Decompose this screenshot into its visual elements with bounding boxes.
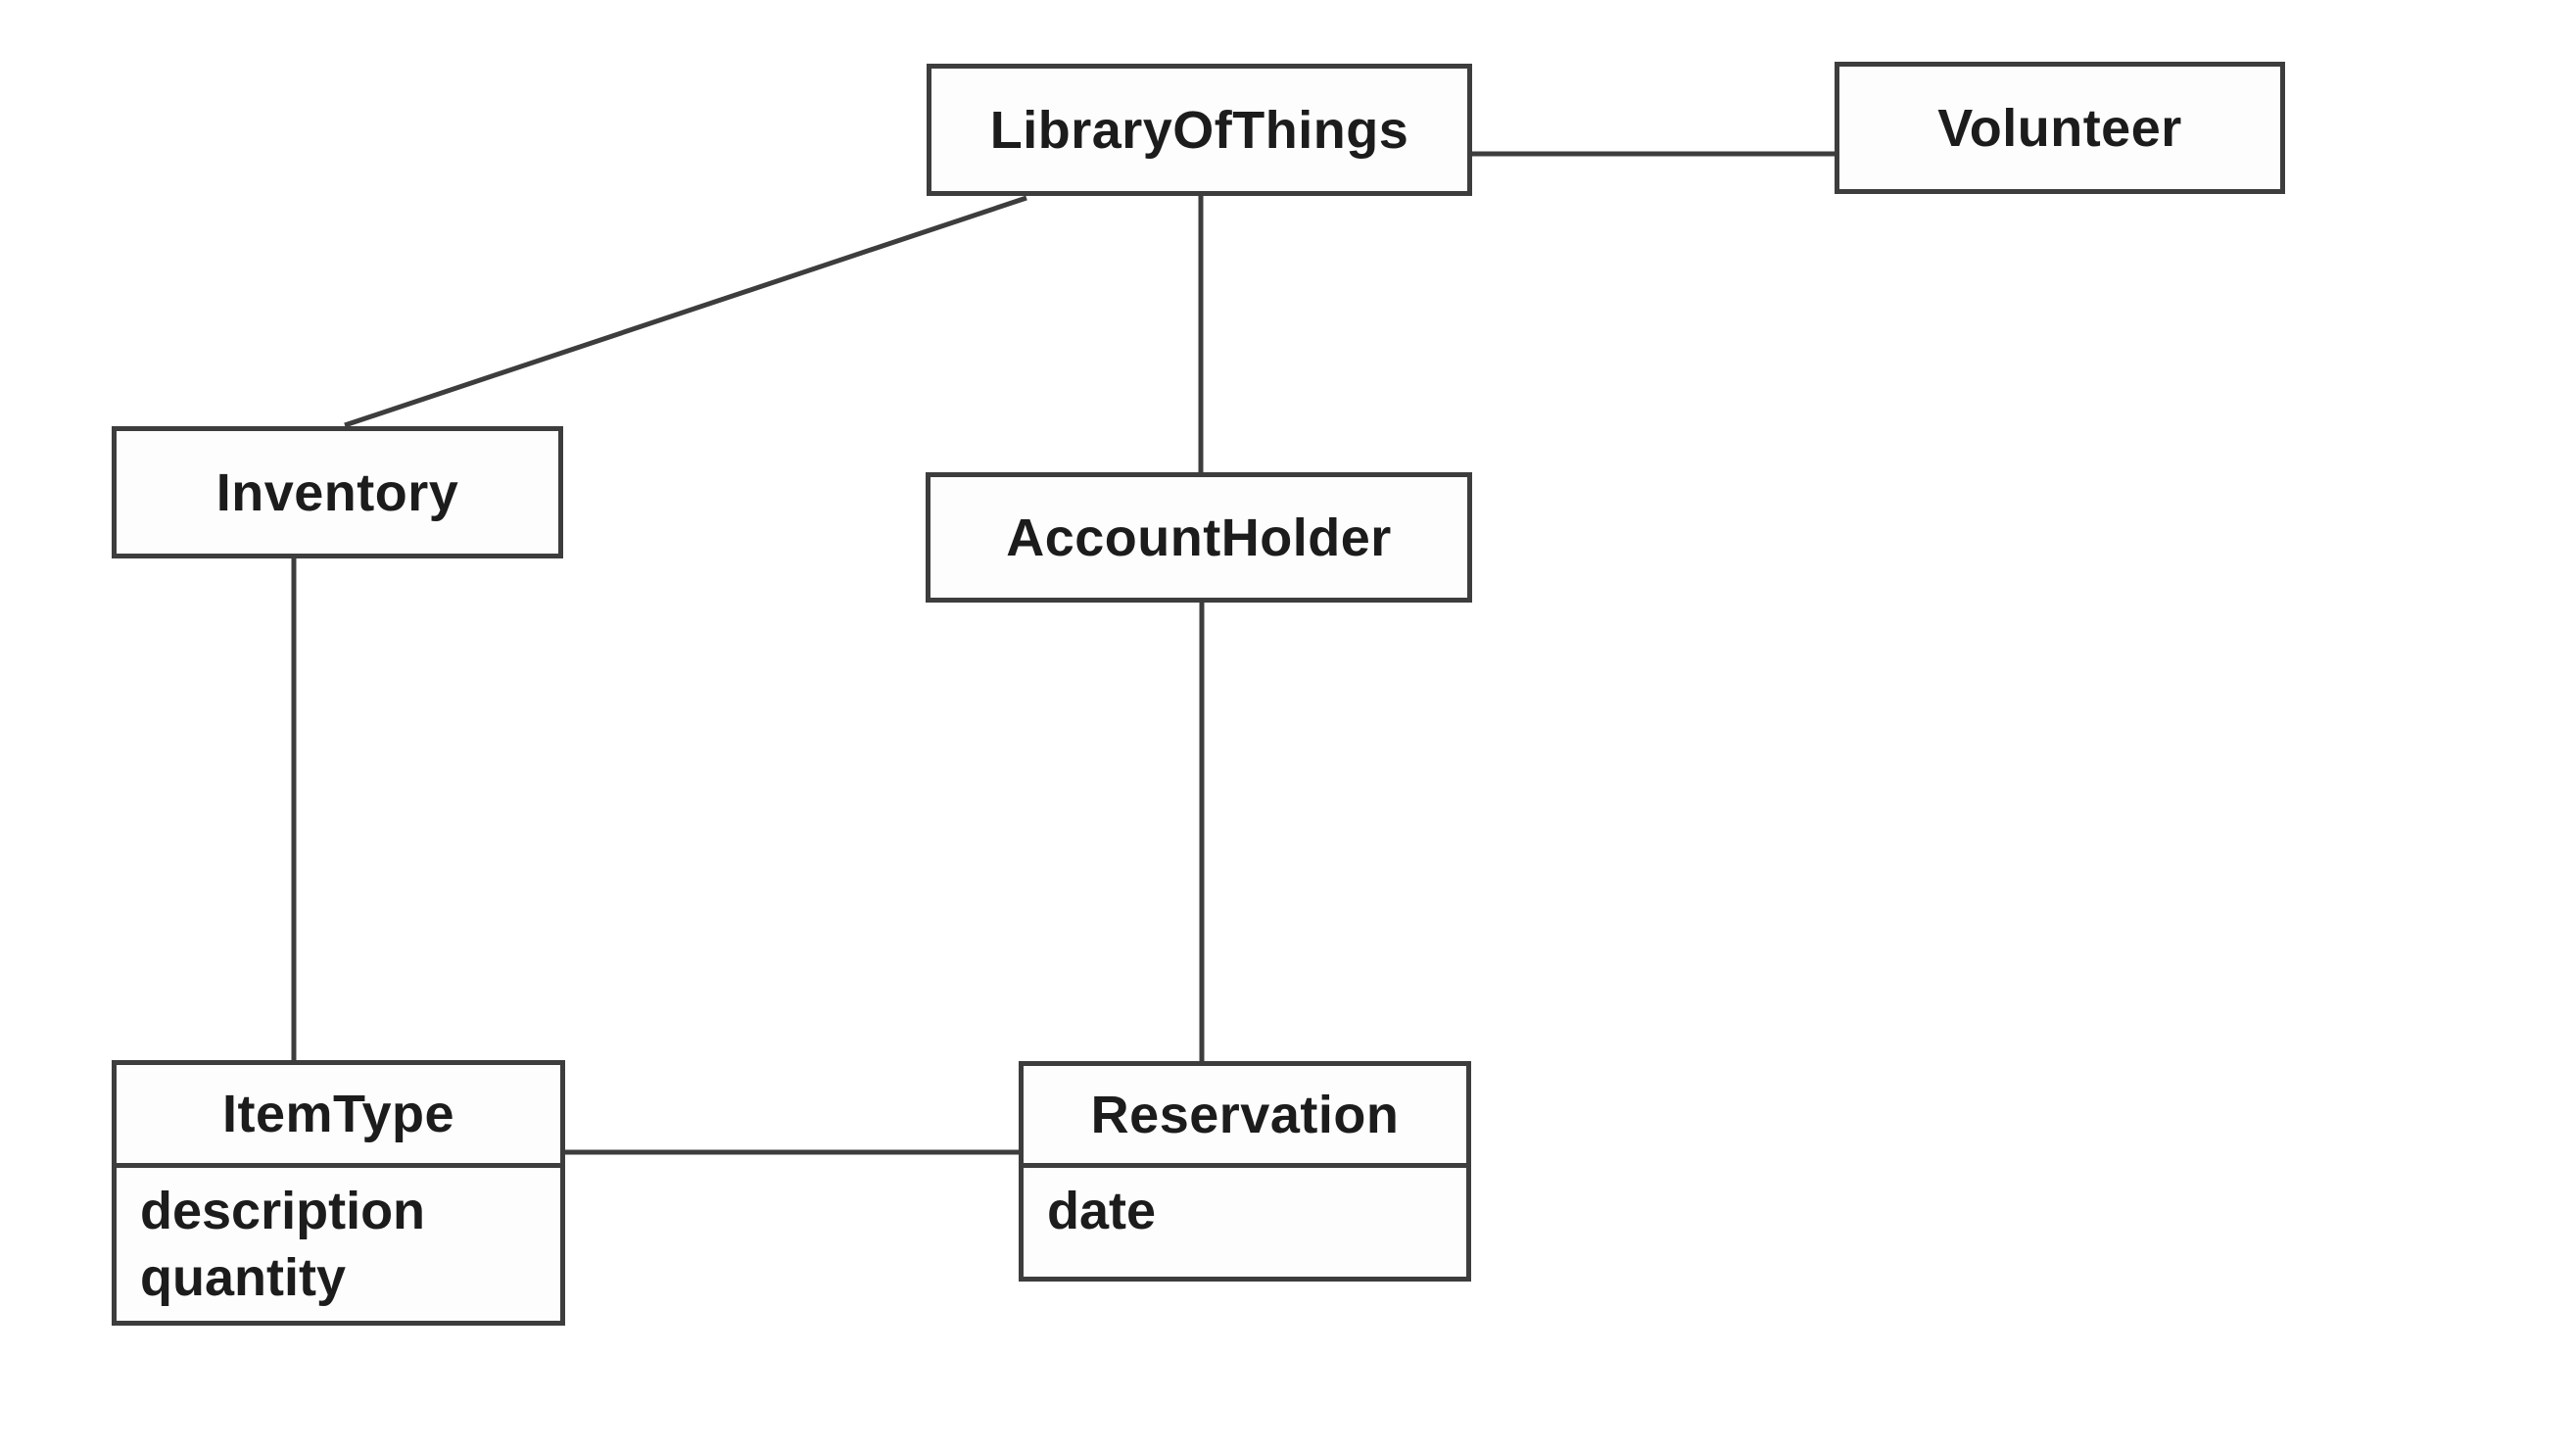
- class-box-volunteer: Volunteer: [1835, 62, 2285, 194]
- attribute-section-itemtype: description quantity: [117, 1163, 560, 1311]
- class-name-reservation: Reservation: [1090, 1085, 1400, 1144]
- class-box-inventory: Inventory: [112, 426, 563, 558]
- class-box-accountholder: AccountHolder: [926, 472, 1472, 603]
- class-box-reservation: Reservation date: [1019, 1061, 1471, 1282]
- class-name-libraryofthings: LibraryOfThings: [989, 100, 1409, 160]
- class-box-itemtype: ItemType description quantity: [112, 1060, 565, 1326]
- class-name-volunteer: Volunteer: [1937, 98, 2182, 158]
- class-name-accountholder: AccountHolder: [1006, 508, 1392, 567]
- attribute-section-reservation: date: [1024, 1163, 1466, 1244]
- attribute-date: date: [1047, 1182, 1157, 1240]
- association-line-libraryofthings-inventory: [344, 195, 1027, 428]
- class-name-inventory: Inventory: [215, 462, 459, 522]
- class-box-libraryofthings: LibraryOfThings: [927, 64, 1472, 196]
- attribute-quantity: quantity: [140, 1248, 346, 1307]
- class-name-itemtype: ItemType: [221, 1085, 455, 1143]
- attribute-description: description: [140, 1182, 426, 1240]
